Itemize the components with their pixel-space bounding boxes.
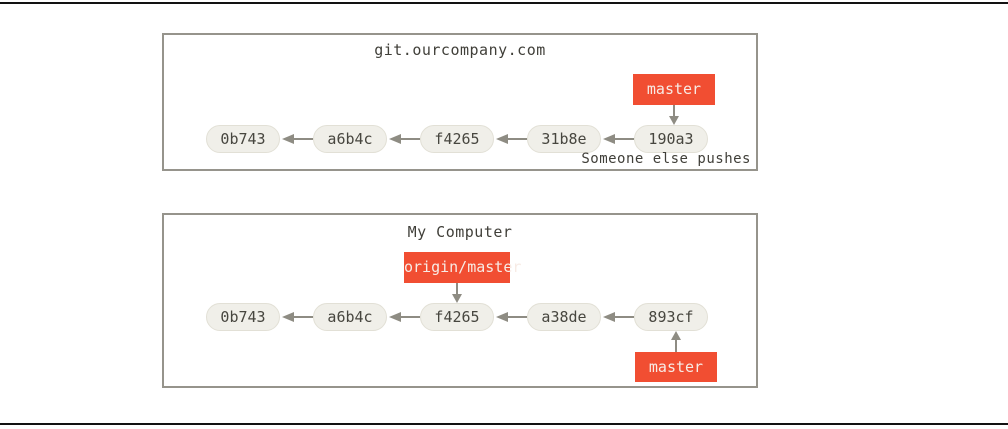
commit-node: 190a3	[634, 125, 708, 153]
commit-node: 0b743	[206, 303, 280, 331]
panel-note: Someone else pushes	[581, 151, 751, 167]
bottom-rule	[0, 423, 1008, 425]
commit-node: 31b8e	[527, 125, 601, 153]
commit-node: a6b4c	[313, 125, 387, 153]
arrow-left-icon	[282, 312, 313, 322]
arrow-left-icon	[603, 312, 634, 322]
commit-node: f4265	[420, 125, 494, 153]
arrow-left-icon	[496, 312, 527, 322]
arrow-left-icon	[389, 312, 420, 322]
arrow-down-icon	[669, 105, 679, 125]
panel-title: git.ourcompany.com	[374, 41, 546, 59]
arrow-left-icon	[496, 134, 527, 144]
arrow-left-icon	[389, 134, 420, 144]
arrow-left-icon	[603, 134, 634, 144]
commit-node: 0b743	[206, 125, 280, 153]
commit-node: a38de	[527, 303, 601, 331]
commit-node: f4265	[420, 303, 494, 331]
branch-label-master: master	[635, 352, 717, 382]
top-rule	[0, 2, 1008, 4]
branch-label-master: master	[633, 74, 715, 105]
panel-title: My Computer	[407, 223, 513, 241]
arrow-up-icon	[671, 331, 681, 352]
arrow-left-icon	[282, 134, 313, 144]
commit-node: 893cf	[634, 303, 708, 331]
panel-remote-repository: git.ourcompany.com master 0b743 a6b4c f4…	[162, 33, 758, 171]
commit-node: a6b4c	[313, 303, 387, 331]
panel-local-repository: My Computer origin/master 0b743 a6b4c f4…	[162, 213, 758, 388]
arrow-down-icon	[452, 283, 462, 303]
branch-label-origin-master: origin/master	[404, 252, 521, 283]
